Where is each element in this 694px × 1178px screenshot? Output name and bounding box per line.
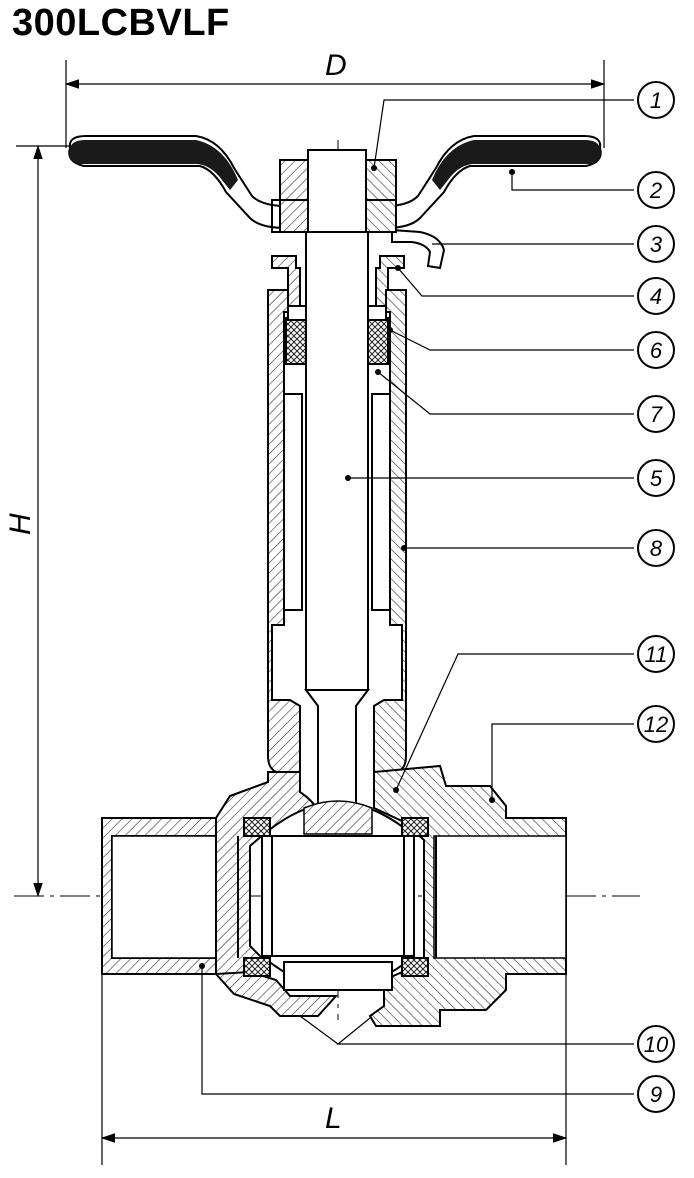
svg-text:1: 1 [650,88,662,113]
callout-1: 1 [637,81,675,119]
svg-text:9: 9 [650,1082,662,1107]
callout-7: 7 [637,395,675,433]
leader-dots [199,165,515,969]
dimension-h-label: H [4,513,37,535]
svg-text:3: 3 [650,232,663,257]
callout-8: 8 [637,529,675,567]
callout-11: 11 [637,635,675,673]
callout-10: 10 [637,1025,675,1063]
valve-stem [304,149,370,835]
svg-text:11: 11 [645,642,668,667]
callout-5: 5 [637,459,675,497]
svg-text:7: 7 [650,402,663,427]
svg-text:4: 4 [650,284,662,309]
dimension-d-label: D [325,49,347,82]
callout-9: 9 [637,1075,675,1113]
svg-text:8: 8 [650,536,663,561]
svg-text:2: 2 [649,178,662,203]
valve-body [101,764,567,1027]
callout-4: 4 [637,277,675,315]
bonnet-extension [267,289,407,773]
leader-lines [201,99,634,1095]
svg-text:12: 12 [644,712,668,737]
handle-nut [271,159,397,233]
svg-text:10: 10 [644,1032,669,1057]
callout-6: 6 [637,331,675,369]
dimension-h: H [4,144,72,898]
dimension-d: D [64,49,606,148]
dimension-l-label: L [325,1102,342,1135]
callout-2: 2 [637,171,675,209]
callout-12: 12 [637,705,675,743]
drawing-title: 300LCBVLF [12,2,230,44]
svg-text:5: 5 [650,466,663,491]
svg-text:6: 6 [650,338,663,363]
dimension-l: L [100,975,568,1165]
handle-lever [68,135,602,270]
callout-3: 3 [637,225,675,263]
